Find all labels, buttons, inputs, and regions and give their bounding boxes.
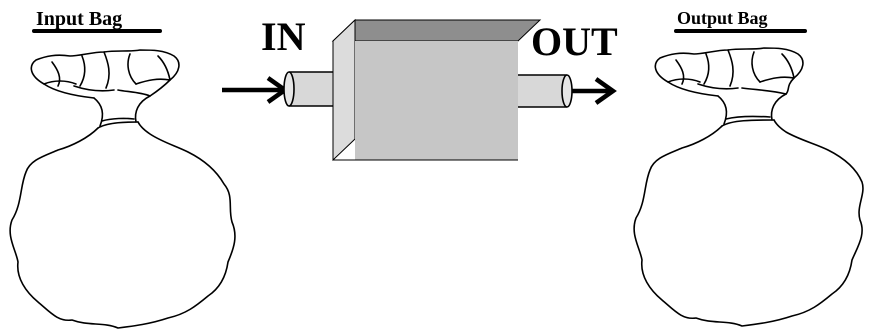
output-bag-icon — [633, 47, 864, 327]
output-pipe — [518, 74, 573, 108]
process-box-side — [332, 18, 356, 162]
out-label: OUT — [531, 19, 618, 64]
process-box-front — [355, 41, 518, 160]
input-bag: Input Bag — [9, 8, 236, 329]
output-bag: Output Bag — [633, 8, 864, 327]
out-arrow-icon — [572, 77, 617, 105]
input-bag-label: Input Bag — [36, 8, 122, 30]
output-bag-label: Output Bag — [677, 8, 768, 28]
process-box-top — [331, 19, 542, 42]
in-arrow-icon — [222, 76, 289, 104]
in-label: IN — [261, 14, 306, 59]
input-bag-icon — [9, 49, 236, 329]
process-box — [283, 18, 573, 162]
